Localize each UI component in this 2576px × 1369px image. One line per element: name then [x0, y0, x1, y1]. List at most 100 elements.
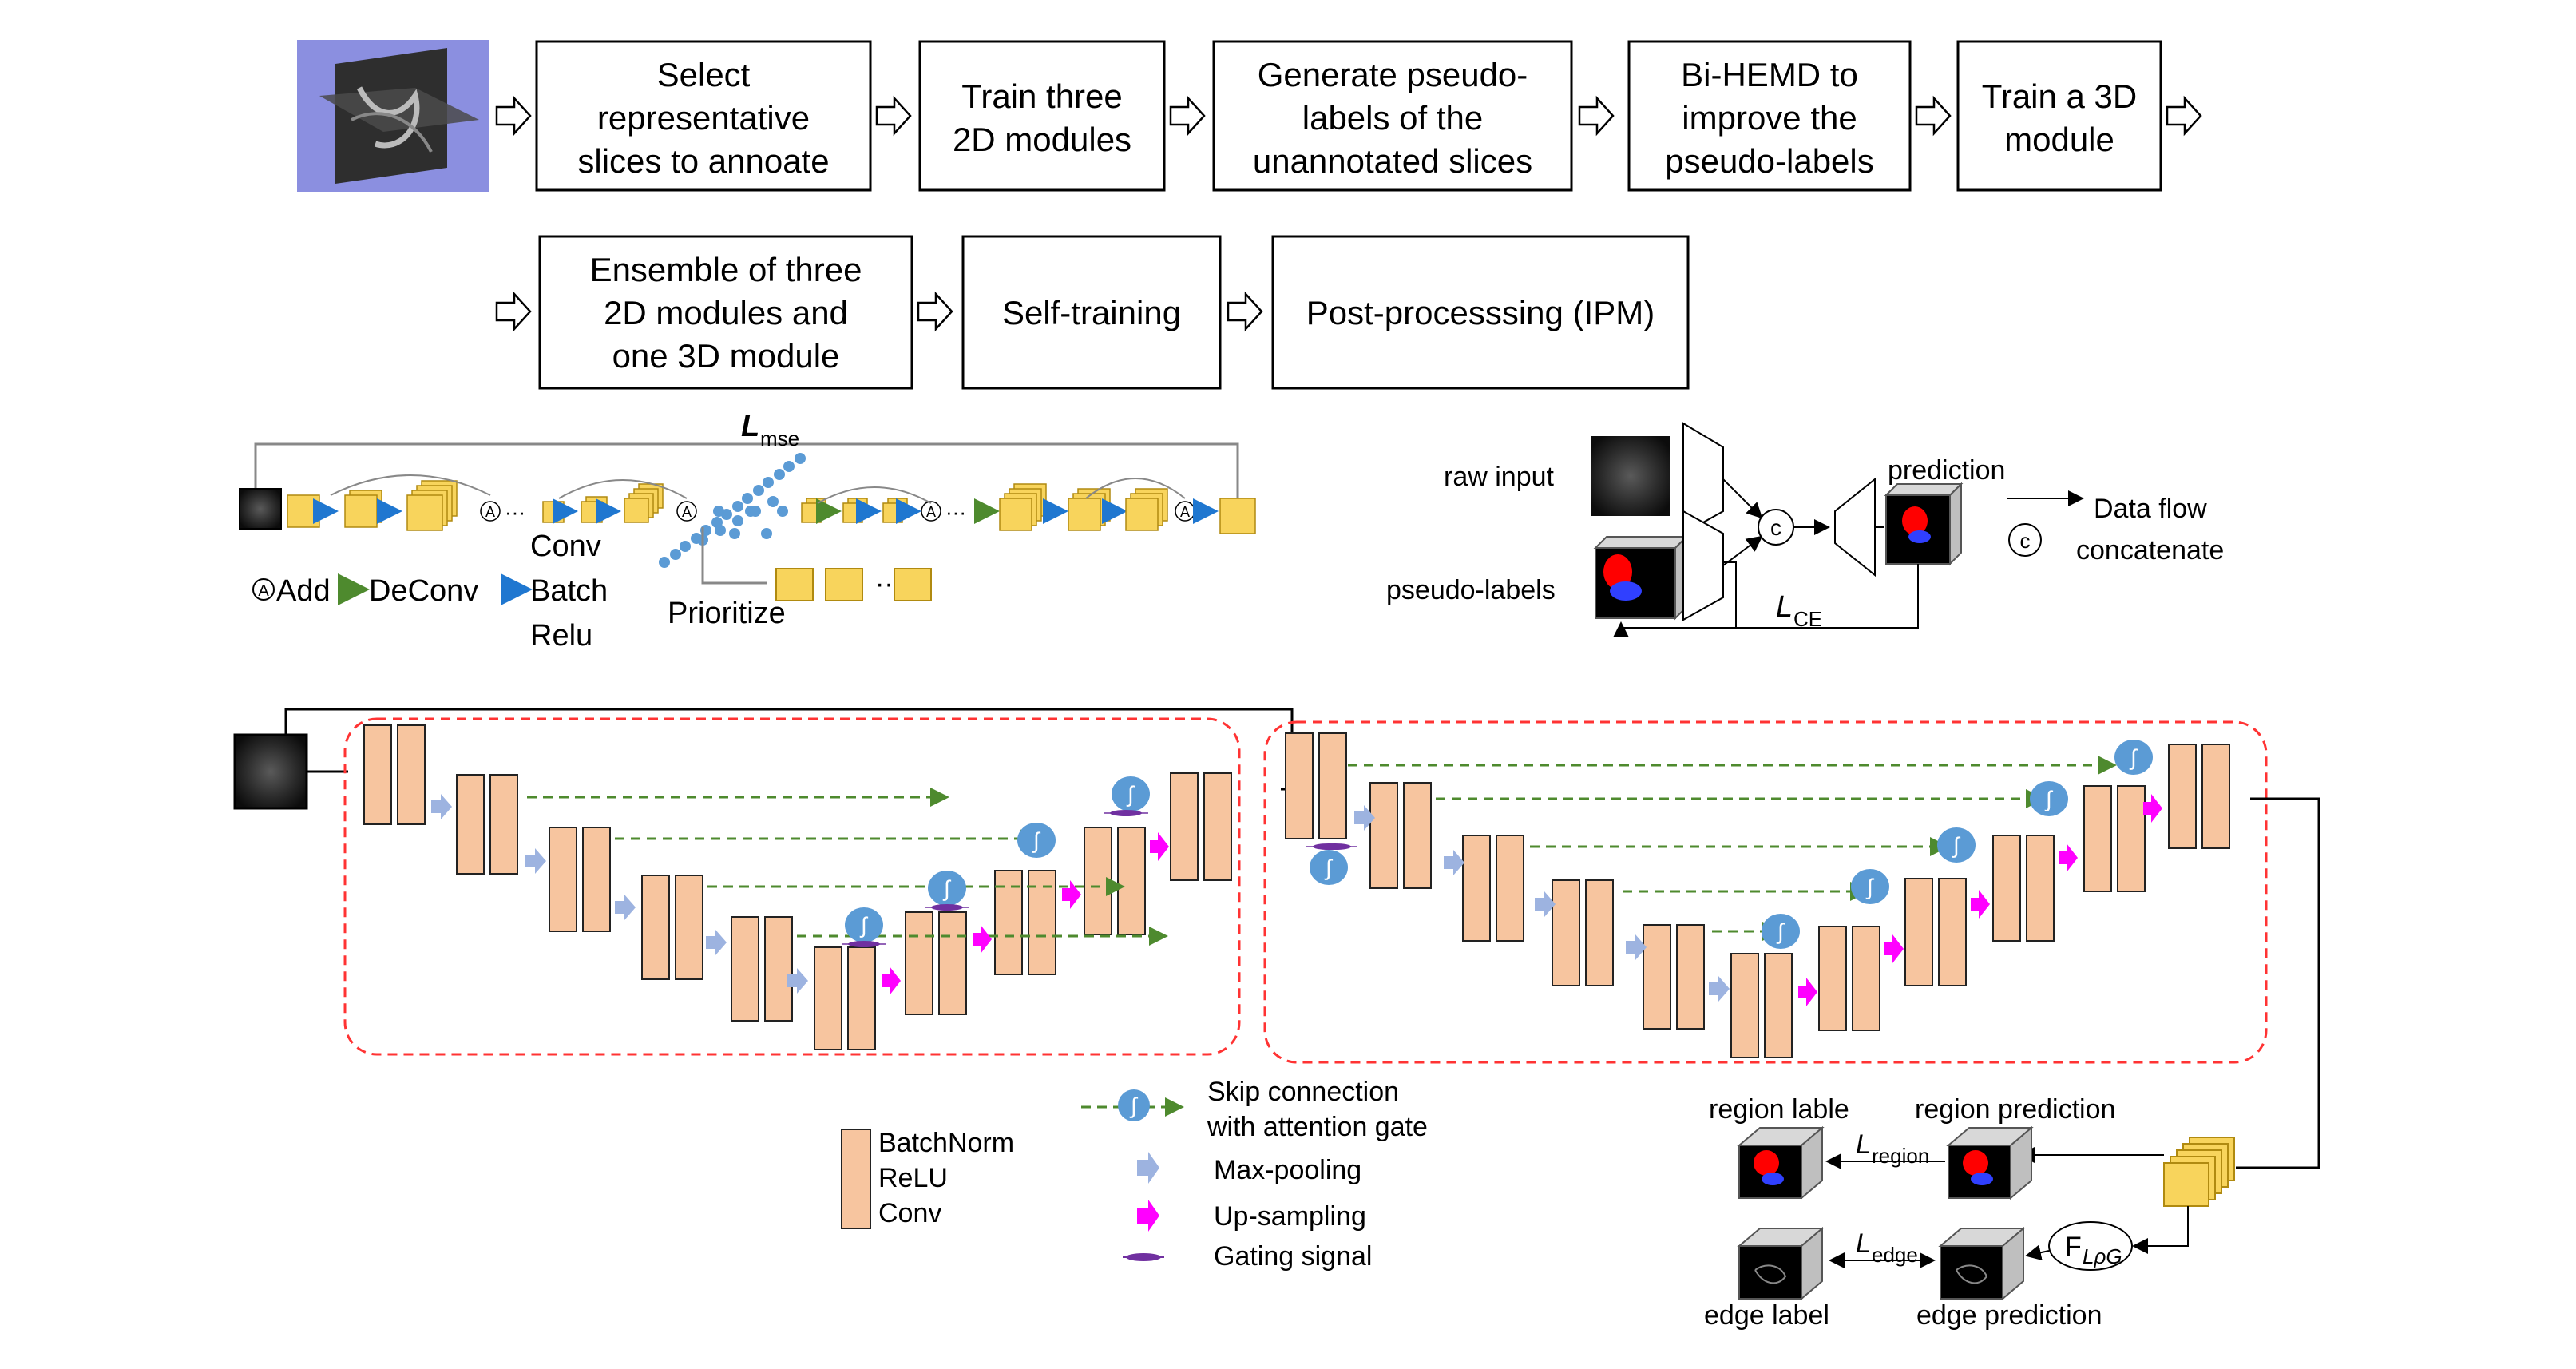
conv-block [1730, 953, 1759, 1058]
flow-arrow-icon [1169, 95, 1206, 137]
raw-input-image [1591, 436, 1670, 516]
ce-loss-loop [1613, 564, 1919, 637]
step-selftrain-line1: Self-training [1002, 294, 1181, 331]
attention-gate-symbol: ∫ [2044, 787, 2054, 811]
prioritized-slice-2 [825, 568, 863, 601]
raw-encoder [1682, 422, 1724, 535]
concat-legend-icon [2008, 523, 2042, 557]
step-select-line3: slices to annoate [577, 142, 829, 180]
conv-block [1117, 827, 1146, 935]
conv-block [1938, 878, 1967, 986]
attention-gate-symbol: ∫ [1952, 833, 1961, 858]
conv-block [1318, 732, 1347, 839]
edge-loss-subscript: edge [1872, 1243, 1918, 1267]
selftraining-diagram: raw input pseudo-labels c prediction [1386, 422, 2224, 637]
scatter-dot [715, 525, 726, 536]
attention-gate [2114, 740, 2153, 775]
up-sampling-arrow [1798, 978, 1817, 1006]
step-train3d-line1: Train a 3D [1982, 77, 2138, 115]
conv-block [363, 724, 392, 825]
max-pooling-arrow [1626, 934, 1647, 960]
cascade-ellipsis: ··· [505, 500, 525, 524]
step-postproc: Post-processsing (IPM) [1271, 235, 1690, 390]
region-loss-symbol: L [1856, 1129, 1871, 1160]
volume-thumbnail [297, 40, 489, 192]
up-sampling-arrow [1150, 832, 1169, 861]
up-sampling-arrow [973, 925, 992, 954]
cascade-ellipsis: ··· [945, 500, 966, 524]
attention-gate-symbol: ∫ [1032, 828, 1041, 853]
residual-arc [817, 486, 932, 504]
conv-block [1643, 924, 1671, 1030]
feature-cube [287, 494, 320, 528]
add-node-icon [480, 501, 501, 522]
conv-block [582, 827, 611, 932]
step-pseudo: Generate pseudo- labels of the unannotat… [1212, 40, 1573, 192]
flow-arrow-icon [1227, 291, 1263, 332]
ce-loss-feedback [1723, 561, 1737, 628]
conv-block [2117, 785, 2146, 892]
attention-gate-icon [1118, 1089, 1150, 1121]
conv-block [1403, 782, 1432, 889]
step-ensemble-line2: 2D modules and [604, 294, 848, 331]
attention-gate [1017, 823, 1056, 858]
conv-block [489, 774, 518, 875]
raw-input-label: raw input [1444, 462, 1555, 492]
step-train2d: Train three 2D modules [918, 40, 1166, 192]
flow-arrow-icon [917, 291, 953, 332]
feature-cube [344, 494, 378, 528]
attention-gate [1851, 869, 1889, 904]
scatter-dot [783, 461, 795, 472]
step-pseudo-line3: unannotated slices [1253, 142, 1532, 180]
conv-block [1818, 926, 1847, 1031]
step-postproc-line1: Post-processsing (IPM) [1306, 294, 1655, 331]
conv-block [641, 875, 670, 980]
filter-arrow [2132, 1206, 2189, 1254]
attention-gate [845, 907, 883, 942]
unet-legend: ∫ Skip connection with attention gate Ba… [841, 1077, 1428, 1272]
conv-block [1496, 835, 1524, 942]
conv-block [2168, 744, 2197, 849]
edge-label-volume [1737, 1226, 1825, 1301]
step-select-line2: representative [597, 99, 810, 137]
step-selftrain: Self-training [961, 235, 1222, 390]
residual-arc [558, 479, 688, 499]
up-sampling-arrow [882, 966, 901, 995]
legend-add: Add [276, 574, 331, 608]
unet-1-frame [343, 717, 1241, 1056]
legend-deconv: DeConv [369, 574, 478, 608]
max-pooling-arrow [525, 848, 546, 874]
pseudo-label-volume [1593, 534, 1689, 621]
conv-block [764, 916, 793, 1022]
conv-block [1852, 926, 1880, 1031]
scatter-dot [767, 496, 779, 507]
conv-block [397, 724, 426, 825]
max-pooling-icon [1137, 1152, 1159, 1184]
pipeline-arrows [495, 95, 2202, 332]
conv-block [1170, 772, 1199, 881]
step-select-line1: Select [657, 56, 751, 93]
step-bihemd: Bi-HEMD to improve the pseudo-labels [1627, 40, 1912, 192]
cascade-input-image [239, 488, 282, 530]
scatter-dot [732, 515, 743, 526]
attention-gate [928, 871, 966, 906]
step-bihemd-line1: Bi-HEMD to [1681, 56, 1858, 93]
flow-arrow-icon [875, 95, 912, 137]
region-loss-subscript: region [1872, 1144, 1929, 1168]
filter-symbol: F [2065, 1232, 2082, 1262]
filter-subscript: LρG [2083, 1244, 2122, 1268]
legend-relu: Relu [530, 619, 592, 653]
up-sampling-arrow [1971, 890, 1990, 919]
attention-gate-symbol: ∫ [942, 876, 952, 901]
cascade-legend: A Add DeConv Conv Batch Relu Prioritize [252, 530, 786, 653]
conv-block [1552, 879, 1580, 986]
up-sampling-arrow [1884, 934, 1904, 963]
pseudo-labels-label: pseudo-labels [1386, 575, 1556, 605]
concat-node-symbol: c [1770, 515, 1781, 540]
prioritized-slice-1 [775, 568, 814, 601]
feature-cube [581, 501, 603, 523]
feature-cube [624, 498, 649, 523]
scatter-dot [680, 541, 691, 552]
